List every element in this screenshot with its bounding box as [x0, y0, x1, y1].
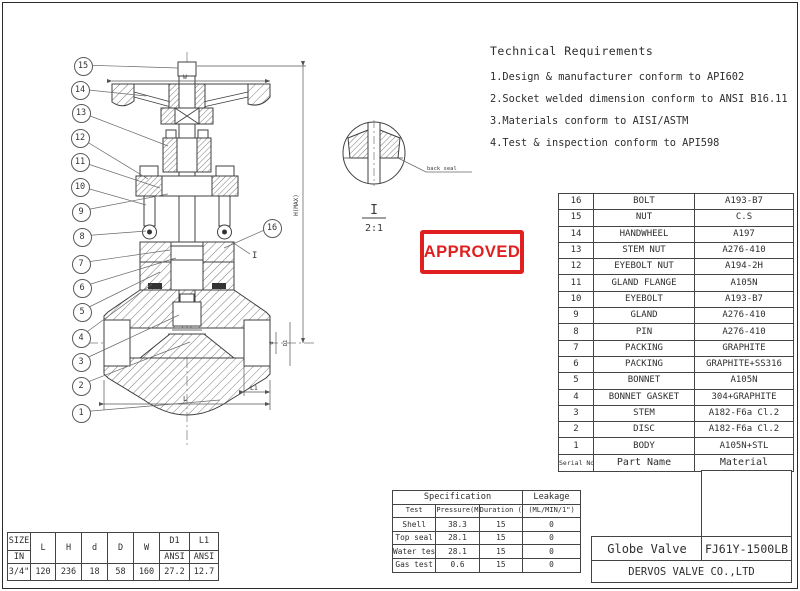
- technical-requirement-2: 2.Socket welded dimension conform to ANS…: [490, 93, 788, 105]
- spec-table: Specification Leakage Test Pressure(MPa)…: [391, 490, 581, 573]
- callout-8: 8: [72, 227, 92, 247]
- dim-label-h: H(MAX): [293, 194, 300, 216]
- detail-scale-label: 2:1: [365, 223, 383, 234]
- dim-label-d: d: [269, 341, 275, 344]
- callout-10: 10: [70, 177, 90, 197]
- technical-requirement-1: 1.Design & manufacturer conform to API60…: [490, 71, 745, 83]
- callout-7: 7: [71, 254, 91, 274]
- technical-requirement-4: 4.Test & inspection conform to API598: [490, 137, 720, 149]
- callout-11: 11: [70, 152, 90, 172]
- callout-15: 15: [73, 56, 93, 76]
- callout-3: 3: [71, 352, 91, 372]
- dim-label-l1: L1: [250, 384, 258, 392]
- callout-9: 9: [71, 202, 91, 222]
- callout-5: 5: [72, 302, 92, 322]
- size-table-subheader-row: IN ANSI ANSI: [7, 550, 219, 564]
- dim-label-d1: D1: [283, 340, 289, 347]
- approved-stamp: APPROVED: [420, 230, 524, 274]
- spec-table-header-row: Test Pressure(MPa) Duration (S) (ML/MIN/…: [391, 503, 581, 519]
- callout-14: 14: [70, 80, 90, 100]
- dim-label-w: W: [183, 73, 187, 81]
- dim-label-l: L: [183, 395, 187, 403]
- technical-requirement-3: 3.Materials conform to AISI/ASTM: [490, 115, 689, 127]
- callout-1: 1: [71, 403, 91, 423]
- back-seal-label: back seal: [427, 166, 457, 172]
- spec-table-title-row: Specification Leakage: [392, 490, 581, 505]
- size-table-header-row: SIZE L H d D W D1 L1: [7, 532, 219, 564]
- size-table: SIZE L H d D W D1 L1 IN ANSI ANSI 3/4" 1…: [7, 532, 219, 581]
- technical-requirements-title: Technical Requirements: [490, 44, 654, 58]
- product-name: Globe Valve: [591, 536, 703, 562]
- approved-stamp-label: APPROVED: [423, 242, 521, 261]
- callout-6: 6: [72, 278, 92, 298]
- title-block-empty-cell: [701, 470, 792, 538]
- callout-16: 16: [262, 218, 282, 238]
- company-name: DERVOS VALVE CO.,LTD: [591, 560, 792, 583]
- technical-requirements: Technical Requirements 1.Design & manufa…: [490, 44, 790, 154]
- callout-2: 2: [71, 376, 91, 396]
- callout-12: 12: [70, 128, 90, 148]
- section-mark: I: [252, 251, 257, 261]
- size-table-value-row: 3/4" 120 236 18 58 160 27.2 12.7: [7, 563, 219, 581]
- callout-4: 4: [71, 328, 91, 348]
- detail-section-label: I: [370, 203, 378, 218]
- model-number: FJ61Y-1500LB: [701, 536, 792, 562]
- callout-13: 13: [71, 103, 91, 123]
